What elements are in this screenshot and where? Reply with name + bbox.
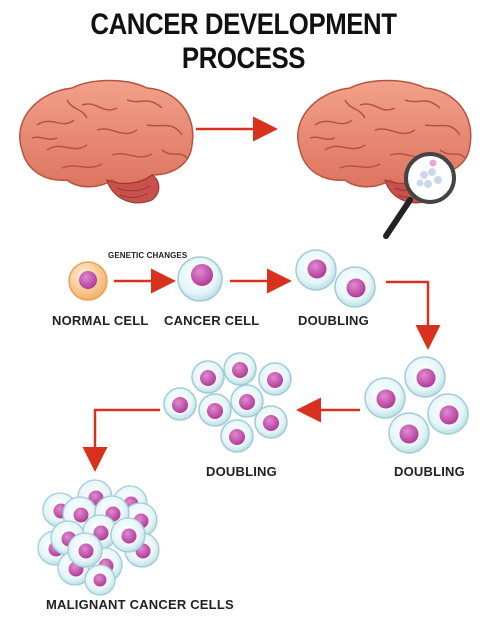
cancer-cell <box>177 256 223 302</box>
malignant-label: MALIGNANT CANCER CELLS <box>46 597 234 612</box>
page-title: CANCER DEVELOPMENT PROCESS <box>90 8 397 75</box>
normal-brain <box>19 79 194 204</box>
doubling-label-1: DOUBLING <box>298 313 369 328</box>
doubling-cells-4 <box>364 356 469 454</box>
arrow-3 <box>386 280 441 350</box>
normal-cell-label: NORMAL CELL <box>52 313 149 328</box>
doubling-cells-8 <box>163 352 292 453</box>
malignant-cell-cluster <box>37 479 160 596</box>
arrow-5 <box>82 408 160 472</box>
genetic-changes-label: GENETIC CHANGES <box>108 251 188 260</box>
cancer-cell-label: CANCER CELL <box>164 313 260 328</box>
normal-cell <box>68 261 108 301</box>
doubling-cells-2 <box>295 249 376 308</box>
magnifier-icon <box>383 152 456 239</box>
doubling-label-3: DOUBLING <box>206 464 277 479</box>
doubling-label-2: DOUBLING <box>394 464 465 479</box>
